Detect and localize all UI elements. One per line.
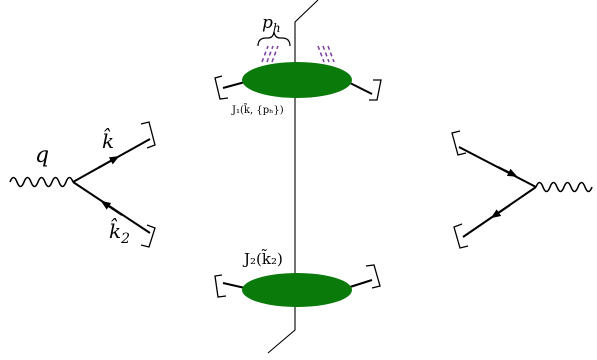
cut-bracket-upper-left [140, 121, 156, 149]
jet2-bracket-right [365, 264, 381, 289]
jet2-label: J₂(k̃₂) [242, 249, 283, 268]
hadron-line-6 [327, 45, 335, 63]
antiquark-arrow-right [490, 204, 511, 219]
hadron-line-2 [266, 45, 274, 63]
hadron-line-1 [261, 45, 269, 63]
jet2-leg-left [222, 282, 246, 289]
antiquark-label-main: k̂ [109, 217, 121, 243]
hadron-line-4 [317, 45, 325, 63]
right-vertex [451, 130, 593, 249]
left-vertex: q k̂ k̂2 [9, 121, 156, 248]
hadron-label-sub: h [273, 21, 281, 35]
jet-1: ph J₁(k̃, {pₕ}) [214, 13, 382, 116]
quark-label: k̂ [102, 127, 114, 153]
jet1-blob [242, 62, 352, 98]
photon-line-left [9, 176, 74, 188]
jet2-blob [242, 273, 352, 307]
photon-label: q [35, 143, 49, 168]
center-cut [267, 0, 319, 354]
jet1-leg-right [347, 81, 373, 95]
jet1-leg-left [222, 81, 246, 89]
jet2-bracket-left [214, 274, 227, 298]
jet-2: J₂(k̃₂) [214, 249, 381, 307]
antiquark-label-sub: 2 [120, 231, 130, 247]
quark-line-right [458, 146, 537, 188]
cut-bracket-lower-left [140, 224, 156, 248]
cut-bracket-lower-right [453, 223, 469, 249]
quark-arrow-right [497, 166, 518, 177]
hadron-line-5 [322, 45, 330, 63]
jet2-leg-right [349, 279, 373, 288]
photon-line-right [535, 181, 593, 193]
jet1-label: J₁(k̃, {pₕ}) [231, 103, 284, 116]
cut-bracket-upper-right [451, 130, 467, 156]
hadron-momentum-label: ph [262, 13, 281, 35]
final-state-cut-line [267, 0, 319, 354]
hadron-label-main: p [262, 13, 273, 33]
hadron-lines [261, 45, 335, 63]
jet1-bracket-right [369, 79, 382, 101]
jet1-bracket-left [214, 75, 229, 100]
antiquark-arrow-left [100, 200, 123, 216]
antiquark-label: k̂2 [109, 217, 130, 247]
hadron-brace [257, 31, 291, 47]
quark-arrow-left [97, 156, 120, 169]
hadron-line-3 [271, 45, 279, 63]
